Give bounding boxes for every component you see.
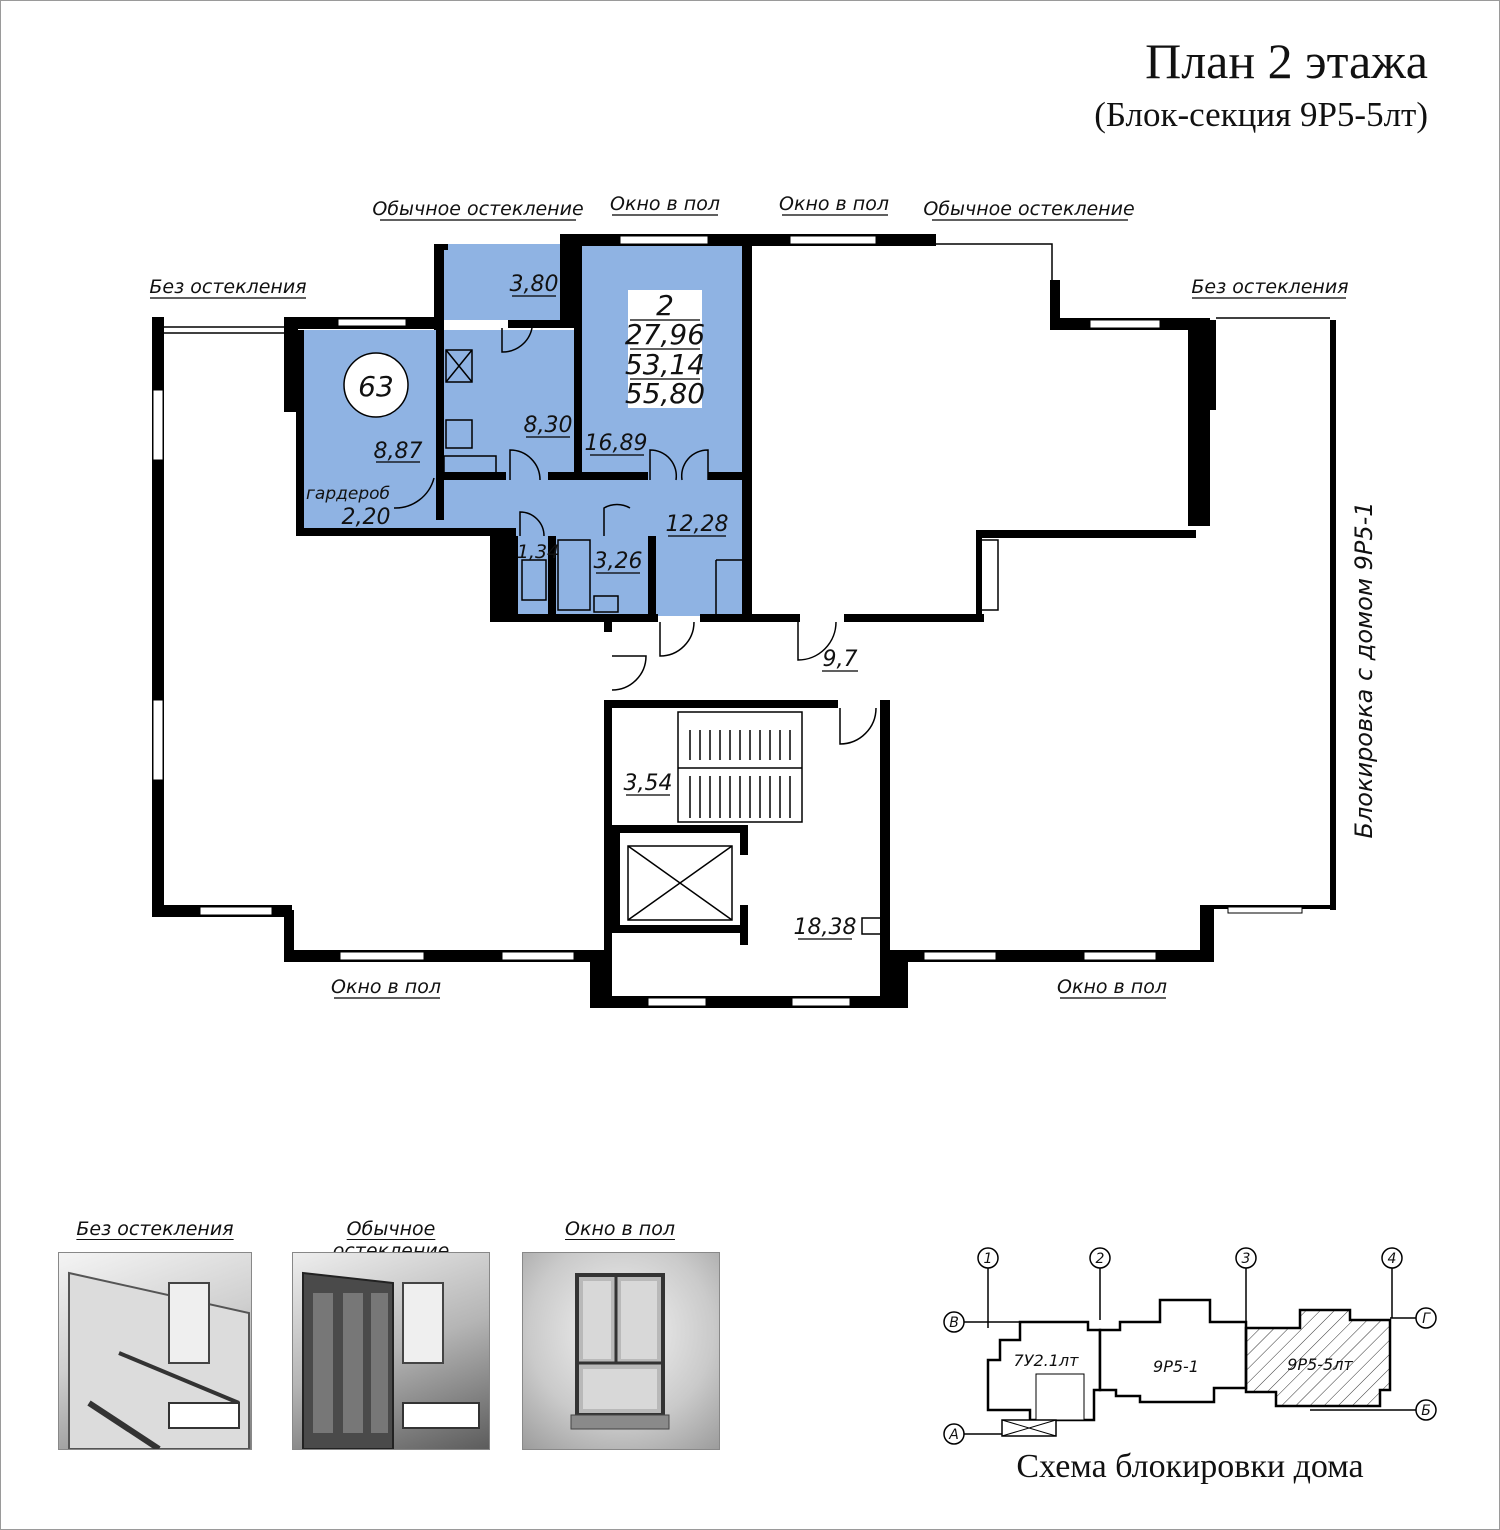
window-to-floor-icon (570, 1273, 670, 1430)
area-balcony: 3,80 (510, 272, 559, 297)
apartment-badge: 63 (343, 352, 409, 418)
windows (152, 235, 1303, 1007)
section-7u2: 7У2.1лт (1014, 1351, 1080, 1370)
area-hall: 12,28 (666, 512, 729, 537)
blocking-scheme: 1 2 3 4 В Г А Б 7У2.1лт 9Р5-1 9Р5-5лт (943, 1247, 1437, 1445)
living-area: 27,96 (625, 318, 705, 351)
page-title: План 2 этажа (1145, 33, 1428, 89)
rooms-count: 2 (656, 289, 674, 322)
area-with-balcony: 55,80 (625, 377, 705, 410)
balcony-open-icon (68, 1271, 250, 1452)
axis-3: 3 (1242, 1251, 1251, 1267)
apartment-info-box: 2 27,96 53,14 55,80 (625, 289, 705, 410)
balcony-glazed-icon (302, 1271, 480, 1450)
note-no-glazing-left: Без остекления (149, 276, 306, 298)
room-labels: 3,80 8,87 гардероб 2,20 8,30 16,89 12,28… (306, 272, 858, 940)
apartment-number: 63 (358, 370, 394, 403)
note-window-to-floor-bottom-left: Окно в пол (331, 976, 441, 998)
area-stairs: 3,54 (624, 771, 673, 796)
axis-4: 4 (1388, 1251, 1397, 1267)
scheme-title: Схема блокировки дома (1016, 1448, 1364, 1485)
area-room-1: 8,87 (374, 439, 423, 464)
row-a: А (948, 1427, 959, 1443)
legend-window-to-floor-image (522, 1252, 720, 1450)
note-window-to-floor-top-right: Окно в пол (779, 193, 889, 215)
fixtures (443, 349, 999, 935)
page-subtitle: (Блок-секция 9Р5-5лт) (1094, 95, 1428, 134)
section-9r5-5lt: 9Р5-5лт (1287, 1355, 1353, 1374)
legend-window-to-floor-caption: Окно в пол (565, 1218, 675, 1240)
glazing-notes: Обычное остекление Окно в пол Окно в пол… (149, 193, 1378, 999)
note-window-to-floor-top-left: Окно в пол (610, 193, 720, 215)
axis-2: 2 (1096, 1251, 1105, 1267)
doors (393, 327, 877, 745)
note-window-to-floor-bottom-right: Окно в пол (1057, 976, 1167, 998)
area-room-2: 16,89 (585, 431, 648, 456)
area-wardrobe: 2,20 (342, 505, 391, 530)
section-9r5-1: 9Р5-1 (1153, 1357, 1199, 1376)
total-area: 53,14 (625, 348, 705, 381)
legend-ordinary-glazing-image (292, 1252, 490, 1450)
area-corridor: 9,7 (823, 647, 858, 672)
area-lift-hall: 18,38 (794, 915, 857, 940)
note-ordinary-glazing-right: Обычное остекление (923, 198, 1134, 220)
area-bath: 3,26 (594, 549, 643, 574)
axis-1: 1 (984, 1251, 993, 1267)
legend-no-glazing-image (58, 1252, 252, 1452)
legend-no-glazing-caption: Без остекления (76, 1218, 234, 1240)
row-v: В (949, 1315, 959, 1331)
note-no-glazing-right: Без остекления (1191, 276, 1348, 298)
area-kitchen: 8,30 (524, 413, 573, 438)
row-g: Г (1422, 1311, 1431, 1327)
note-blocking: Блокировка с домом 9Р5-1 (1350, 501, 1378, 838)
balcony-rails (164, 243, 1335, 900)
row-b: Б (1421, 1403, 1431, 1419)
area-wc: 1,34 (517, 541, 559, 563)
note-ordinary-glazing-left: Обычное остекление (372, 198, 583, 220)
wardrobe-label: гардероб (306, 484, 390, 504)
